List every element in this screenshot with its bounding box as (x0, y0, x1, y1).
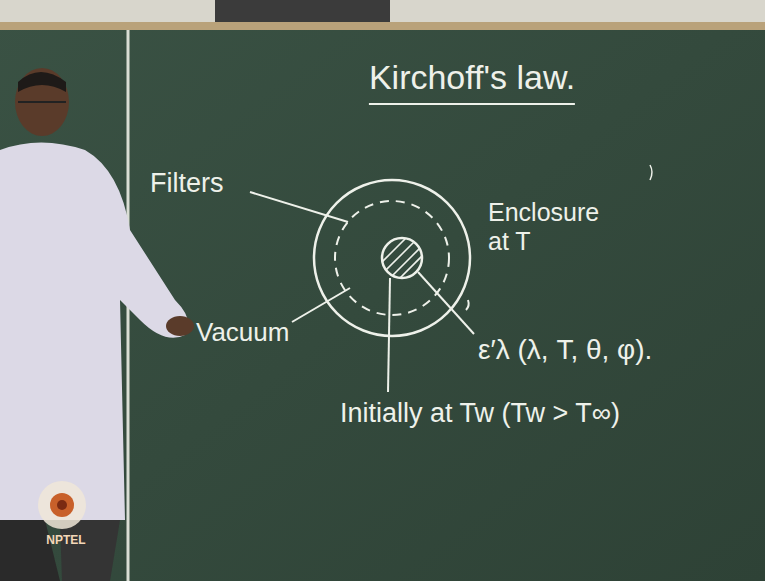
initial-temperature-label: Initially at Tw (Tw > T∞) (340, 398, 730, 429)
logo-text: NPTEL (36, 534, 96, 548)
board-frame (0, 0, 765, 22)
filter-circle (335, 201, 449, 315)
leader-line (388, 278, 390, 392)
chalk-mark (650, 165, 652, 180)
emissivity-label: ε′λ (λ, T, θ, φ). (478, 334, 728, 366)
chalk-mark (466, 300, 469, 310)
projector (215, 0, 390, 22)
enclosure-circle (314, 180, 470, 336)
leader-line (292, 288, 350, 322)
enclosure-label: Enclosure at T (488, 198, 613, 256)
leader-line (418, 272, 474, 334)
leader-line (250, 192, 348, 222)
nptel-logo (38, 481, 86, 529)
board-frame-wood (0, 22, 765, 30)
filters-label: Filters (150, 168, 250, 199)
board-title: Kirchoff's law. (369, 58, 575, 105)
vacuum-label: Vacuum (196, 318, 296, 348)
lecturer (0, 68, 194, 581)
